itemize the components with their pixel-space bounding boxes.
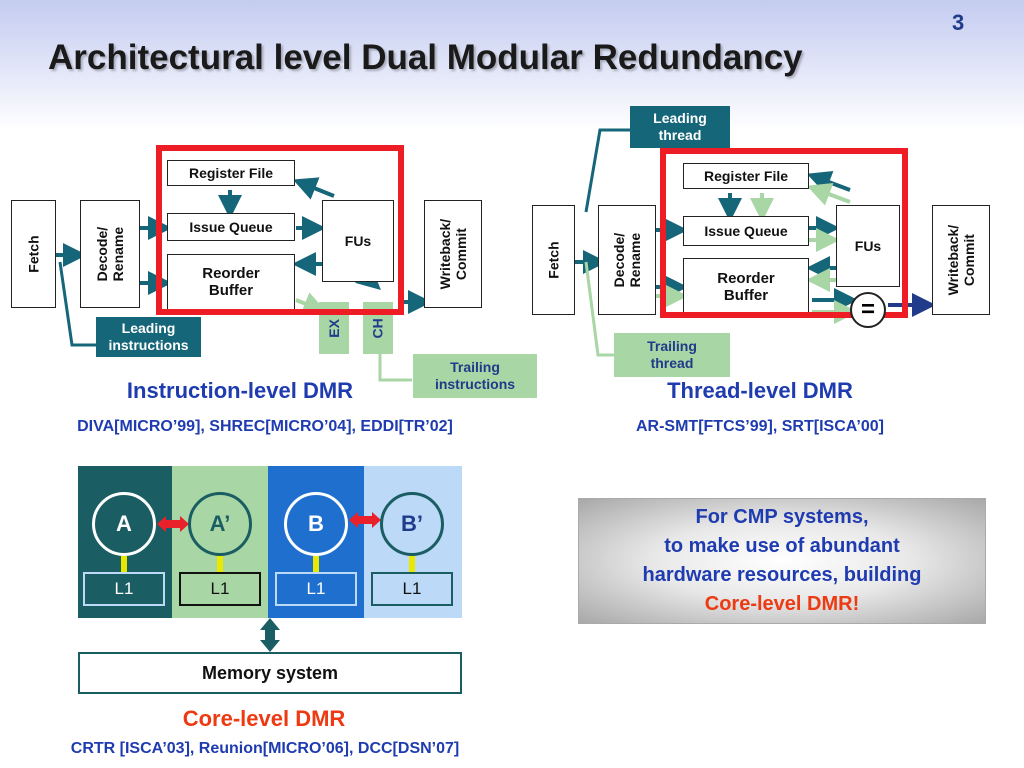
thread-dmr-caption: Thread-level DMR xyxy=(667,378,853,403)
trailing-thread-tag: Trailing thread xyxy=(614,333,730,377)
decode-rename-stage-thread: Decode/ Rename xyxy=(598,205,656,315)
core-b-prime-label: B’ xyxy=(401,511,423,536)
memory-system-label: Memory system xyxy=(201,662,339,683)
core-a-label: A xyxy=(116,511,132,536)
leading-thread-tag: Leading thread xyxy=(630,106,730,148)
l1-cache-a-prime: L1 xyxy=(179,572,261,606)
instruction-dmr-refs: DIVA[MICRO’99], SHREC[MICRO’04], EDDI[TR… xyxy=(77,418,453,435)
l1-cache-a-label: L1 xyxy=(114,579,134,598)
core-a-prime: A’ xyxy=(188,492,252,556)
leading-thread-connector xyxy=(584,128,630,213)
issue-queue-thread: Issue Queue xyxy=(683,216,809,246)
redundancy-highlight-right xyxy=(660,148,908,318)
fus-label-thread: FUs xyxy=(854,237,882,254)
reorder-buffer-thread: Reorder Buffer xyxy=(683,258,809,316)
leading-instructions-tag: Leading instructions xyxy=(96,317,201,357)
leading-instructions-connector xyxy=(58,261,96,347)
compare-icon: = xyxy=(850,292,886,328)
reorder-buffer: Reorder Buffer xyxy=(167,254,295,310)
redundancy-highlight-left xyxy=(156,145,404,315)
core-b-label: B xyxy=(308,511,324,536)
register-file-label: Register File xyxy=(188,164,274,181)
fus-label: FUs xyxy=(344,232,372,249)
core-b-pair-arrow xyxy=(349,512,381,528)
thread-dmr-refs: AR-SMT[FTCS’99], SRT[ISCA’00] xyxy=(635,418,884,435)
core-a-pair-arrow xyxy=(157,516,189,532)
leading-instructions-label: Leading instructions xyxy=(108,320,189,353)
cmp-note-line-2: to make use of abundant xyxy=(664,535,900,557)
core-dmr-caption: Core-level DMR xyxy=(182,706,346,731)
core-dmr-refs: CRTR [ISCA’03], Reunion[MICRO’06], DCC[D… xyxy=(70,740,460,757)
instruction-dmr-caption: Instruction-level DMR xyxy=(126,378,354,403)
memory-system: Memory system xyxy=(78,652,462,694)
slide-title: Architectural level Dual Modular Redunda… xyxy=(48,38,803,77)
reorder-buffer-label-thread: Reorder Buffer xyxy=(717,269,775,304)
functional-units-thread: FUs xyxy=(836,205,900,287)
trailing-instructions-tag: Trailing instructions xyxy=(413,354,537,398)
trailing-thread-label: Trailing thread xyxy=(647,338,697,371)
functional-units: FUs xyxy=(322,200,394,282)
writeback-commit-stage: Writeback/ Commit xyxy=(424,200,482,308)
core-a: A xyxy=(92,492,156,556)
l1-cache-b-label: L1 xyxy=(306,579,326,598)
l1-cache-b: L1 xyxy=(275,572,357,606)
core-b: B xyxy=(284,492,348,556)
l1-cache-b-prime: L1 xyxy=(371,572,453,606)
register-file: Register File xyxy=(167,160,295,186)
register-file-label-thread: Register File xyxy=(703,167,789,184)
register-file-thread: Register File xyxy=(683,163,809,189)
trailing-instructions-label: Trailing instructions xyxy=(434,359,516,392)
core-a-prime-label: A’ xyxy=(209,511,231,536)
leading-thread-label: Leading thread xyxy=(653,110,707,143)
l1-cache-a: L1 xyxy=(83,572,165,606)
cmp-note-line-4: Core-level DMR! xyxy=(704,593,860,615)
l1-cache-a-prime-label: L1 xyxy=(210,579,230,598)
issue-queue-label: Issue Queue xyxy=(189,218,273,235)
core-b-prime: B’ xyxy=(380,492,444,556)
fetch-stage: Fetch xyxy=(11,200,56,308)
issue-queue: Issue Queue xyxy=(167,213,295,241)
cmp-note-line-1: For CMP systems, xyxy=(695,506,869,528)
issue-queue-label-thread: Issue Queue xyxy=(704,222,788,239)
cmp-note-box: For CMP systems, to make use of abundant… xyxy=(578,498,986,624)
writeback-commit-stage-thread: Writeback/ Commit xyxy=(932,205,990,315)
decode-rename-stage: Decode/ Rename xyxy=(80,200,140,308)
reorder-buffer-label: Reorder Buffer xyxy=(202,264,260,299)
l1-cache-b-prime-label: L1 xyxy=(402,579,422,598)
fetch-stage-thread: Fetch xyxy=(532,205,575,315)
slide-number: 3 xyxy=(952,10,965,35)
memory-link-arrow xyxy=(260,618,280,652)
trailing-thread-connector xyxy=(584,261,614,357)
cmp-note-line-3: hardware resources, building xyxy=(642,564,922,586)
compare-symbol: = xyxy=(860,296,875,323)
